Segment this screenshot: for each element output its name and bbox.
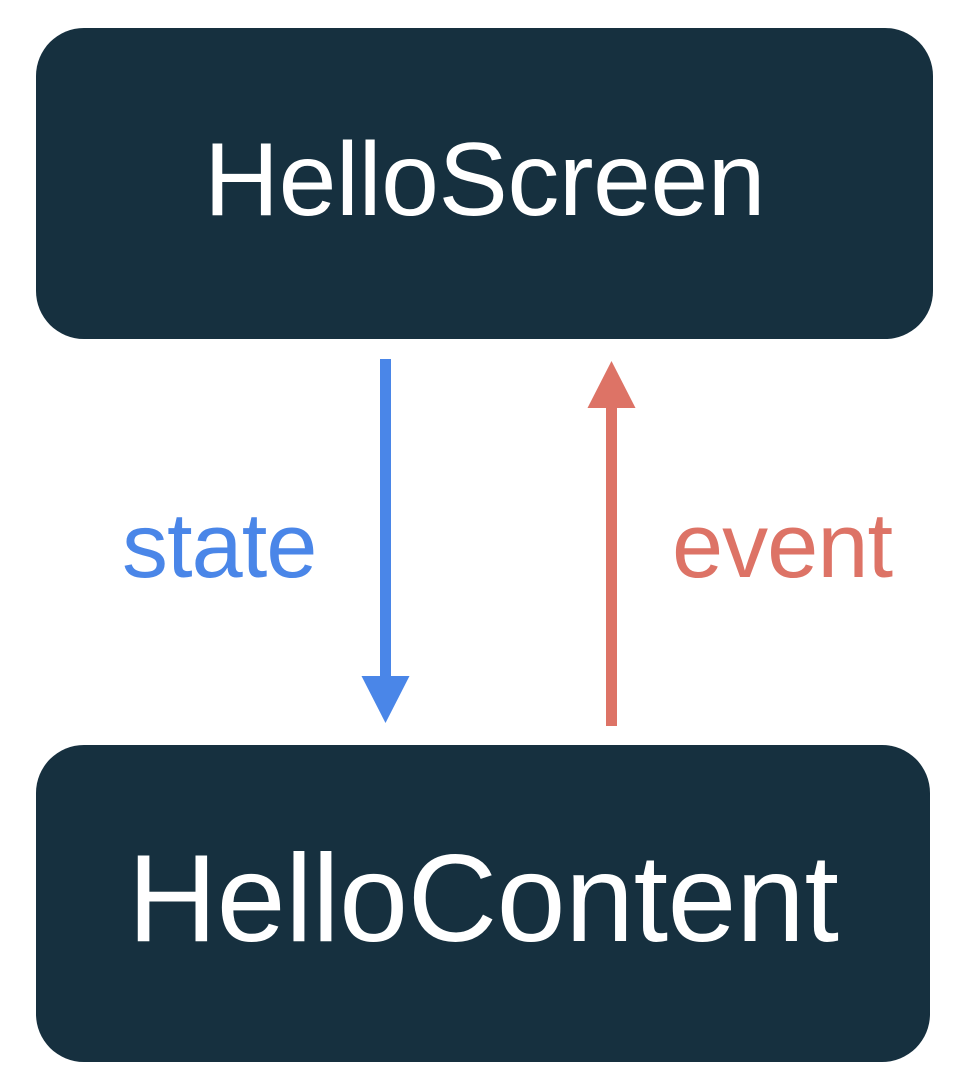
edge-label-state: state xyxy=(122,495,317,597)
node-hello-screen-label: HelloScreen xyxy=(203,121,766,238)
event-arrow xyxy=(587,361,636,726)
node-hello-content-label: HelloContent xyxy=(127,829,839,968)
node-hello-content[interactable]: HelloContent xyxy=(36,745,930,1062)
edge-label-event: event xyxy=(672,495,893,597)
node-hello-screen[interactable]: HelloScreen xyxy=(36,28,933,339)
state-arrow xyxy=(361,359,410,723)
